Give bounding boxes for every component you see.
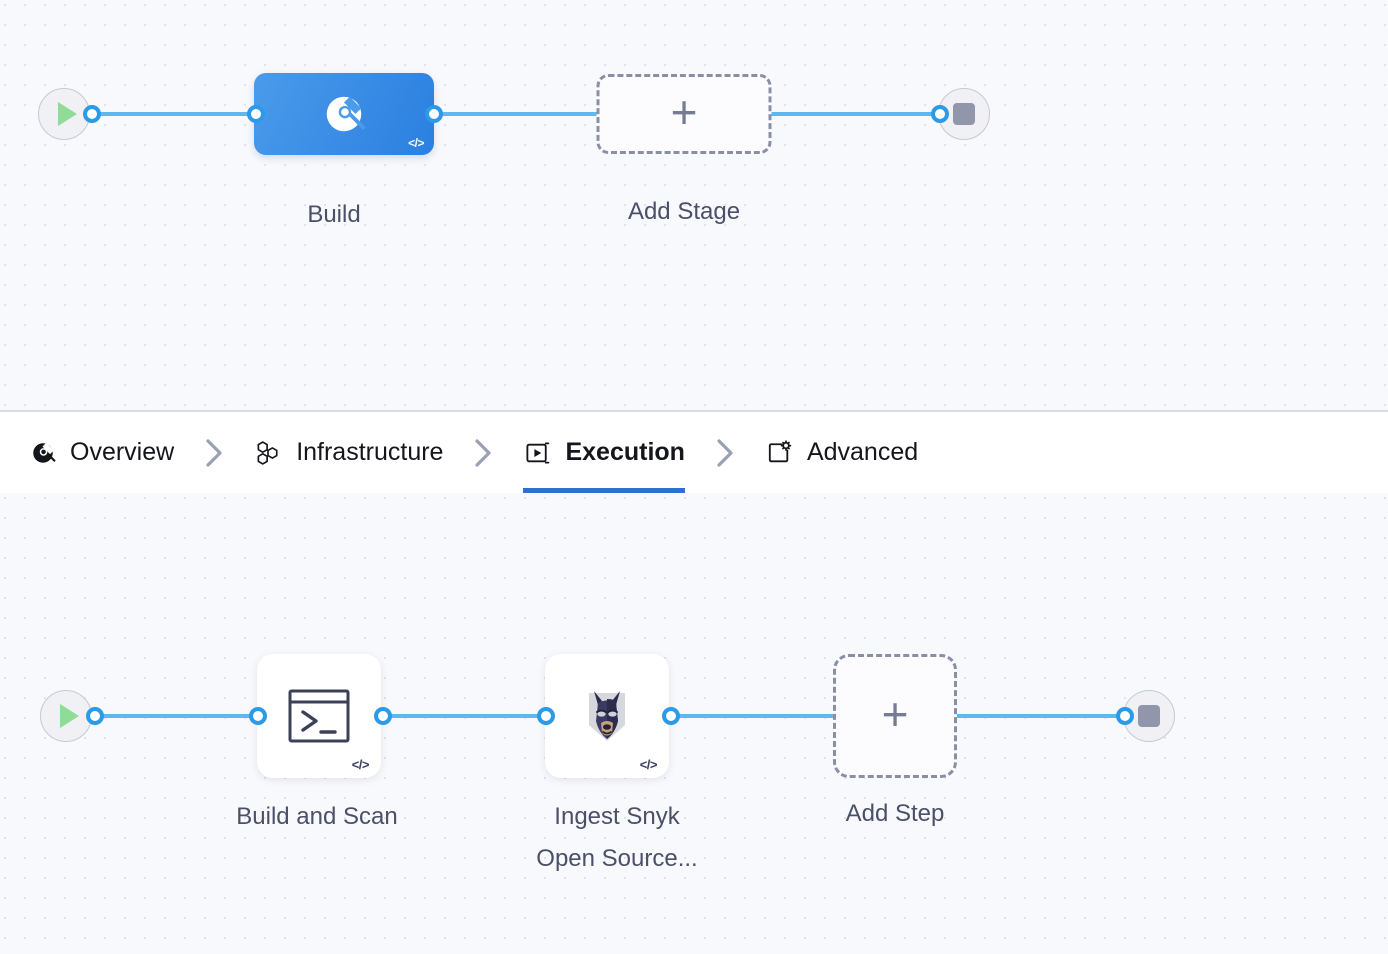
step-start-node[interactable] bbox=[40, 690, 92, 742]
code-badge: </> bbox=[639, 757, 658, 772]
hexagons-icon bbox=[254, 439, 282, 467]
wire-start-to-buildscan bbox=[94, 714, 262, 718]
tab-infrastructure[interactable]: Infrastructure bbox=[254, 412, 443, 493]
tab-overview-label: Overview bbox=[70, 438, 175, 466]
port-step-start-out[interactable] bbox=[86, 707, 104, 725]
wire-start-to-build bbox=[92, 112, 257, 116]
port-stage-end-in[interactable] bbox=[931, 105, 949, 123]
port-snyk-out[interactable] bbox=[662, 707, 680, 725]
wire-addstage-to-end bbox=[770, 112, 942, 116]
tab-execution[interactable]: Execution bbox=[523, 412, 686, 493]
build-ci-icon bbox=[30, 440, 56, 466]
stage-canvas[interactable]: </> Build + Add Stage bbox=[0, 0, 1388, 412]
chevron-right-icon bbox=[174, 437, 254, 469]
plus-icon: + bbox=[881, 688, 909, 740]
tab-infrastructure-label: Infrastructure bbox=[296, 438, 444, 466]
wire-addstep-to-end bbox=[956, 714, 1126, 718]
build-ci-icon bbox=[326, 96, 366, 132]
port-buildscan-in[interactable] bbox=[249, 707, 267, 725]
gear-box-icon bbox=[765, 439, 793, 467]
stage-node-build[interactable]: </> bbox=[254, 73, 434, 155]
terminal-icon bbox=[288, 689, 350, 743]
stage-config-tabbar: Overview Infrastructure bbox=[0, 412, 1388, 493]
step-canvas[interactable]: </> Build and Scan </> bbox=[0, 493, 1388, 954]
port-snyk-in[interactable] bbox=[537, 707, 555, 725]
play-icon bbox=[59, 704, 79, 728]
stage-start-node[interactable] bbox=[38, 88, 90, 140]
canvas-divider bbox=[0, 410, 1388, 412]
chevron-right-icon bbox=[685, 437, 765, 469]
stop-icon bbox=[1138, 705, 1160, 727]
tab-advanced[interactable]: Advanced bbox=[765, 412, 918, 493]
wire-snyk-to-addstep bbox=[668, 714, 834, 718]
port-build-out[interactable] bbox=[425, 105, 443, 123]
tab-execution-label: Execution bbox=[565, 438, 685, 466]
add-step-button[interactable]: + bbox=[833, 654, 957, 778]
wire-build-to-addstage bbox=[432, 112, 602, 116]
port-buildscan-out[interactable] bbox=[374, 707, 392, 725]
port-step-end-in[interactable] bbox=[1116, 707, 1134, 725]
code-badge: </> bbox=[408, 136, 424, 150]
step-node-ingest-snyk[interactable]: </> bbox=[545, 654, 669, 778]
stage-label-build: Build bbox=[307, 201, 361, 228]
play-box-icon bbox=[523, 439, 551, 467]
port-stage-start-out[interactable] bbox=[83, 105, 101, 123]
wire-buildscan-to-snyk bbox=[380, 714, 548, 718]
step-label-build-and-scan: Build and Scan bbox=[236, 803, 398, 830]
snyk-doberman-icon bbox=[589, 691, 625, 741]
play-icon bbox=[57, 102, 77, 126]
step-node-build-and-scan[interactable]: </> bbox=[257, 654, 381, 778]
code-badge: </> bbox=[351, 757, 370, 772]
port-build-in[interactable] bbox=[247, 105, 265, 123]
step-label-ingest-snyk: Ingest Snyk Open Source... bbox=[536, 803, 698, 872]
add-step-label: Add Step bbox=[845, 800, 945, 827]
step-end-node[interactable] bbox=[1123, 690, 1175, 742]
tab-overview[interactable]: Overview bbox=[30, 412, 174, 493]
tab-advanced-label: Advanced bbox=[806, 438, 919, 466]
stage-end-node[interactable] bbox=[938, 88, 990, 140]
add-stage-label: Add Stage bbox=[627, 198, 741, 225]
add-stage-button[interactable]: + bbox=[596, 74, 772, 154]
chevron-right-icon bbox=[443, 437, 523, 469]
plus-icon: + bbox=[670, 86, 698, 138]
stop-icon bbox=[953, 103, 975, 125]
